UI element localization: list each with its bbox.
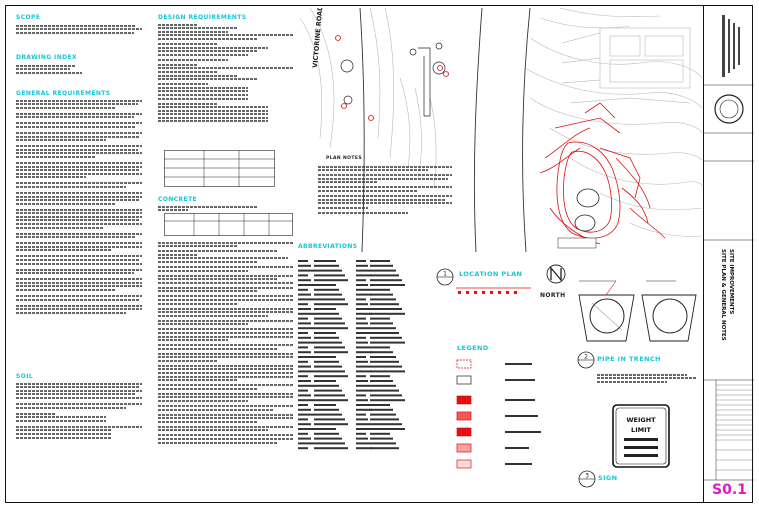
svg-text:3: 3: [585, 473, 589, 480]
drawing-index-list: [16, 63, 96, 75]
design-requirements-text: [158, 22, 296, 124]
sign-heading: SIGN: [598, 474, 618, 482]
plan-notes-heading: PLAN NOTES: [326, 156, 362, 161]
general-requirements-heading: GENERAL REQUIREMENTS: [16, 90, 111, 97]
design-requirements-heading: DESIGN REQUIREMENTS: [158, 14, 247, 21]
sign-line1: WEIGHT: [626, 416, 656, 424]
design-table: [164, 150, 275, 187]
legend-table: [456, 359, 541, 469]
sheet-border: [5, 5, 753, 503]
abbreviations-list: [298, 260, 405, 450]
general-requirements-text: [16, 98, 144, 315]
title-block: SITE IMPROVEMENTS SITE PLAN & GENERAL NO…: [703, 5, 754, 503]
sheet-title: SITE PLAN & GENERAL NOTES: [720, 249, 726, 341]
scale-bar: [456, 287, 531, 294]
scope-text: [16, 23, 144, 35]
pipe-trench-detail: [578, 280, 697, 342]
concrete-table: [164, 213, 293, 236]
soil-heading: SOIL: [16, 373, 34, 380]
concrete-heading: CONCRETE: [158, 196, 198, 203]
drawing-index-heading: DRAWING INDEX: [16, 54, 78, 61]
project-title: SITE IMPROVEMENTS: [728, 249, 734, 315]
plan-notes-text: [318, 164, 453, 216]
legend-heading: LEGEND: [457, 344, 489, 352]
scope-heading: SCOPE: [16, 14, 41, 21]
pipe-in-trench-heading: PIPE IN TRENCH: [597, 355, 661, 363]
sheet-number: S0.1: [712, 482, 747, 498]
abbreviations-heading: ABBREVIATIONS: [298, 243, 358, 250]
road-label: VICTORINE ROAD: [311, 8, 324, 68]
concrete-notes: [158, 240, 296, 445]
location-plan-marker: 1: [436, 268, 454, 286]
sign-line2: LIMIT: [631, 426, 651, 434]
pipe-trench-marker: 2: [577, 351, 595, 369]
pipe-trench-notes: [597, 372, 702, 384]
weight-limit-sign: WEIGHT LIMIT: [612, 404, 670, 468]
sign-marker: 3: [578, 470, 596, 488]
soil-text: [16, 381, 144, 440]
north-arrow-icon: [546, 264, 566, 284]
north-label: NORTH: [540, 292, 566, 299]
location-plan-heading: LOCATION PLAN: [459, 270, 523, 278]
svg-text:2: 2: [584, 354, 588, 361]
concrete-text: [158, 204, 296, 213]
svg-text:1: 1: [443, 271, 447, 278]
